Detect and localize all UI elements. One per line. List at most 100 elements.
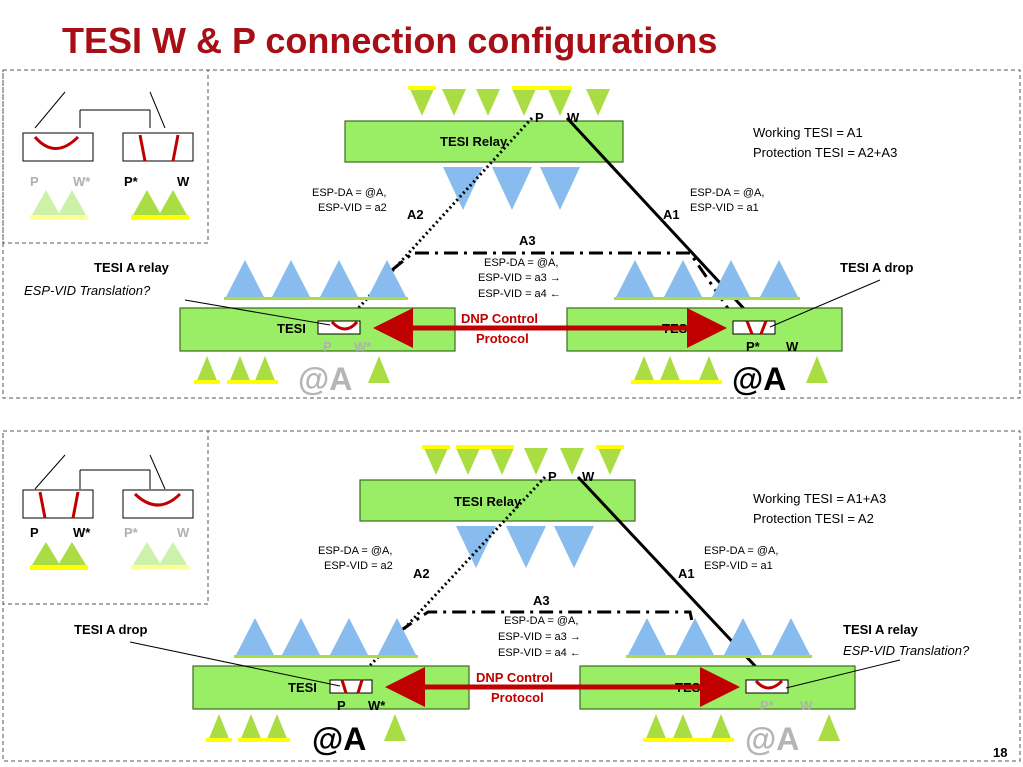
bottom-upper-stripe (456, 445, 514, 449)
top-left-callout-sub: ESP-VID Translation? (24, 283, 151, 298)
bottom-inset-w2: W (177, 525, 190, 540)
top-inset-triangle (133, 190, 161, 215)
bottom-relay-upper-nodes (422, 445, 624, 475)
bottom-esp-left-vid: ESP-VID = a2 (324, 560, 393, 572)
bottom-node (378, 618, 416, 655)
top-node (368, 260, 406, 297)
top-inset-w: W* (73, 174, 91, 189)
top-protection-tesi: Protection TESI = A2+A3 (753, 145, 897, 160)
bottom-lower-stripe (238, 738, 290, 742)
top-right-address: @A (732, 361, 786, 397)
bottom-node (724, 618, 762, 655)
top-lower-stripe (194, 380, 220, 384)
top-node (320, 260, 358, 297)
bottom-inset-line (149, 454, 166, 490)
top-right-upper-nodes (614, 260, 800, 300)
top-relay-lower-node (443, 167, 483, 210)
top-right-port-path (759, 320, 768, 335)
bottom-inset-red-path (38, 491, 47, 519)
top-p-label: P (535, 110, 544, 125)
bottom-right-callout-sub: ESP-VID Translation? (843, 643, 970, 658)
top-inset-red-path (138, 134, 147, 162)
bottom-inset-triangle (32, 542, 60, 565)
bottom-upper-node (456, 448, 480, 475)
top-upper-node (410, 89, 434, 116)
top-inset-red-path (171, 134, 180, 162)
top-a3-label: A3 (519, 233, 536, 248)
bottom-left-port (329, 679, 373, 694)
top-lower-node (196, 356, 218, 383)
top-left-address: @A (298, 361, 352, 397)
top-right-port-path (745, 320, 754, 335)
bottom-right-p: P* (760, 698, 775, 713)
top-upper-node (442, 89, 466, 116)
top-lower-node (229, 356, 251, 383)
top-mid-vid-a4: ESP-VID = a4 ← (478, 288, 561, 300)
top-node (226, 260, 264, 297)
top-inset-triangle (58, 190, 86, 215)
bottom-mid-da: ESP-DA = @A, (504, 615, 578, 627)
top-left-bridge-label: TESI (277, 321, 306, 336)
bottom-lower-nodes (206, 714, 840, 742)
top-tesi-relay-label: TESI Relay (440, 134, 508, 149)
bottom-dnp-label-2: Protocol (491, 690, 544, 705)
top-node (712, 260, 750, 297)
top-inset-p2: P* (124, 174, 139, 189)
bottom-lower-node (240, 714, 262, 741)
bottom-right-upper-nodes (626, 618, 812, 658)
top-inset-w2: W (177, 174, 190, 189)
bottom-right-address: @A (745, 721, 799, 757)
bottom-inset-triangle (133, 542, 161, 565)
bottom-left-w: W* (368, 698, 386, 713)
top-left-p: P (323, 339, 332, 354)
top-esp-right-vid: ESP-VID = a1 (690, 202, 759, 214)
top-node (616, 260, 654, 297)
bottom-a3-label: A3 (533, 593, 550, 608)
top-inset-p: P (30, 174, 39, 189)
bottom-lower-node (645, 714, 667, 741)
bottom-inset-line (34, 454, 66, 490)
bottom-panel: P W* P* W TESI Relay P W (2, 430, 1021, 762)
top-upper-node (548, 89, 572, 116)
top-right-w: W (786, 339, 799, 354)
bottom-node (628, 618, 666, 655)
bottom-lower-stripe (643, 738, 734, 742)
bottom-upper-node (560, 448, 584, 475)
top-w-label: W (567, 110, 580, 125)
top-lower-nodes (194, 356, 828, 384)
bottom-w-label: W (582, 469, 595, 484)
bottom-upper-node (424, 448, 448, 475)
bottom-node (236, 618, 274, 655)
bottom-inset-p2: P* (124, 525, 139, 540)
top-esp-left-da: ESP-DA = @A, (312, 187, 386, 199)
bottom-lower-node (384, 714, 406, 741)
bottom-protection-tesi: Protection TESI = A2 (753, 511, 874, 526)
top-lower-node (806, 356, 828, 383)
bottom-right-callout-line (785, 659, 901, 689)
bottom-left-callout-line (129, 641, 341, 687)
bottom-upper-node (598, 448, 622, 475)
bottom-inset: P W* P* W (2, 430, 209, 605)
bottom-right-port-curve (754, 679, 784, 690)
top-left-callout-title: TESI A relay (94, 260, 170, 275)
bottom-esp-right-da: ESP-DA = @A, (704, 545, 778, 557)
top-mid-vid-a3: ESP-VID = a3 → (478, 272, 561, 284)
bottom-relay-lower-node (456, 526, 496, 568)
top-relay-lower-node (540, 167, 580, 210)
bottom-left-port-path (356, 679, 364, 694)
top-relay-lower-node (492, 167, 532, 210)
top-inset-left-curve (33, 135, 80, 150)
top-relay-upper-nodes (408, 86, 610, 116)
bottom-mid-vid-a3: ESP-VID = a3 → (498, 631, 581, 643)
top-esp-left-vid: ESP-VID = a2 (318, 202, 387, 214)
bottom-relay-lower-node (506, 526, 546, 568)
top-working-tesi: Working TESI = A1 (753, 125, 863, 140)
slide-title: TESI W & P connection configurations (62, 20, 718, 61)
top-upper-stripe (408, 86, 436, 90)
page-number: 18 (993, 745, 1007, 760)
bottom-inset-right-curve (133, 492, 182, 507)
top-node-stripe (224, 297, 408, 300)
bottom-inset-stripe (30, 565, 88, 570)
